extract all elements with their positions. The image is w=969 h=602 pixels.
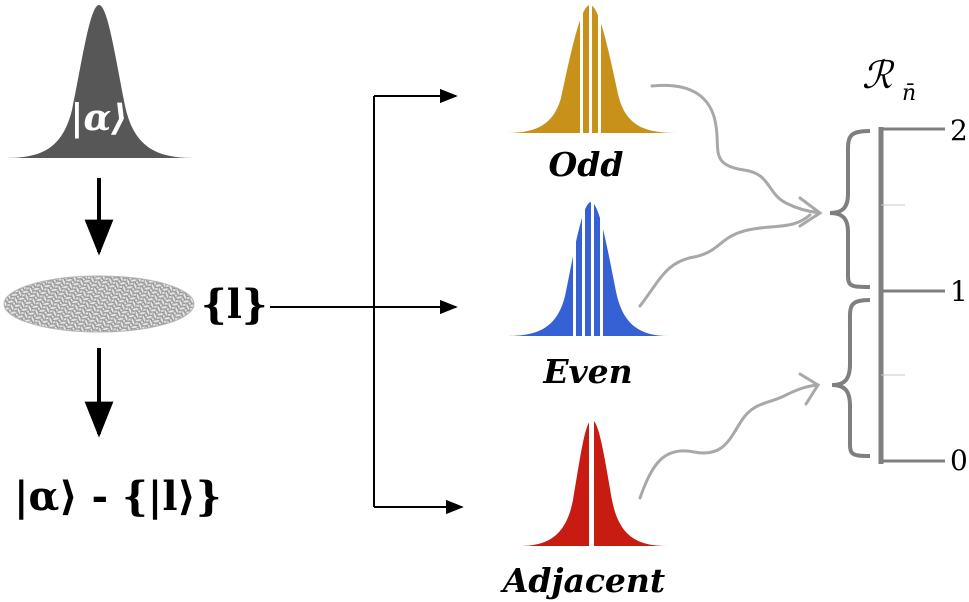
tick-label-0: 0 [950, 444, 968, 477]
adjacent-wavy-arrow [638, 383, 820, 500]
ratio-symbol: ℛ [862, 53, 895, 97]
odd-stripe-3 [598, 3, 601, 135]
odd-wavy-arrow [650, 83, 822, 215]
even-stripe-1 [573, 200, 576, 338]
odd-stripe-1 [580, 3, 583, 135]
ratio-scale: ℛ n̄ 2 1 0 [829, 53, 968, 477]
odd-label: Odd [549, 145, 624, 184]
ratio-subscript: n̄ [902, 81, 916, 106]
lower-brace [831, 298, 871, 458]
wavy-connectors [638, 83, 823, 500]
even-wavy-arrow [638, 213, 812, 308]
odd-even-arrowhead [798, 196, 823, 228]
mesh-disk [3, 275, 195, 333]
even-label: Even [542, 352, 632, 391]
result-label: |α⟩ - {|l⟩} [14, 473, 222, 520]
odd-distribution: Odd [505, 3, 677, 184]
source-gaussian [5, 5, 195, 158]
adjacent-gap [589, 418, 594, 548]
even-stripe-3 [591, 200, 594, 338]
even-stripe-2 [582, 200, 585, 338]
source-state: |α⟩ [5, 5, 195, 158]
adjacent-arrowhead [798, 372, 821, 406]
tick-label-1: 1 [950, 275, 968, 308]
tick-label-2: 2 [950, 114, 968, 147]
upper-brace [829, 129, 871, 289]
even-stripe-4 [600, 200, 603, 338]
adjacent-distribution: Adjacent [500, 418, 667, 600]
odd-stripe-2 [589, 3, 592, 135]
filter-mesh: {l} [3, 275, 268, 333]
branch-connector [270, 88, 464, 515]
even-distribution: Even [506, 200, 668, 391]
adjacent-label: Adjacent [500, 561, 665, 600]
filter-set-label: {l} [201, 281, 268, 328]
source-state-label: |α⟩ [70, 97, 127, 139]
even-gaussian [506, 202, 668, 336]
